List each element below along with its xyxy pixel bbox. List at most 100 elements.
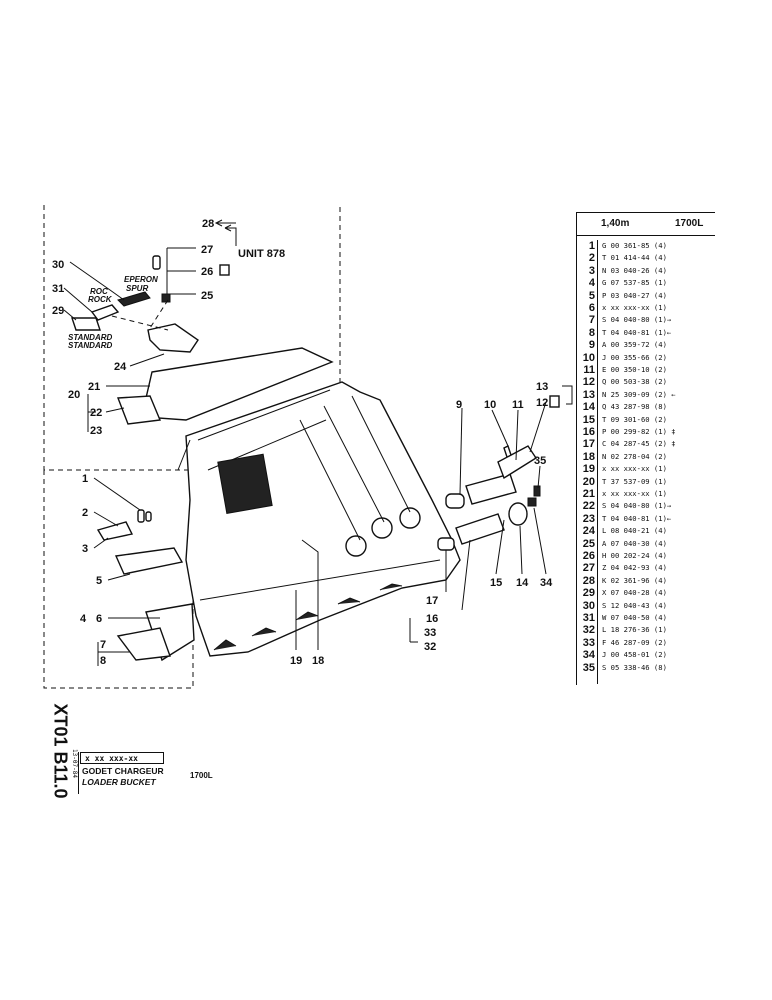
- callout-12: 12: [536, 397, 548, 409]
- unit-label: UNIT 878: [238, 248, 285, 260]
- row-reference: T 04 040-81 (1)←: [602, 513, 672, 523]
- lead-13-12: [529, 385, 573, 453]
- nut-1b: [145, 511, 152, 522]
- table-row: 22 S 04 040-80 (1)→: [576, 500, 714, 512]
- row-index: 33: [582, 636, 595, 649]
- lead-9: [459, 407, 463, 495]
- row-index: 1: [588, 240, 595, 252]
- bracket-7-8: [97, 642, 130, 666]
- callout-25: 25: [201, 290, 213, 302]
- drawing-code: XT01 B11.0: [44, 703, 71, 799]
- row-index: 27: [582, 562, 595, 575]
- lead-15-14-34: [495, 507, 547, 575]
- lead-2: [93, 511, 119, 527]
- row-reference: K 02 361-96 (4): [602, 575, 667, 585]
- lead-35: [537, 465, 541, 489]
- bracket-27-25: [166, 247, 196, 295]
- row-reference: T 04 040-81 (1)←: [602, 327, 672, 337]
- hinge-boss-1: [345, 535, 367, 557]
- row-reference: Q 43 287-98 (8): [602, 402, 667, 412]
- row-reference: G 07 537-85 (1): [602, 278, 667, 288]
- row-reference: x xx xxx-xx (1): [602, 303, 667, 312]
- lead-31: [63, 287, 93, 313]
- row-reference: S 04 040-80 (1)→: [602, 315, 672, 325]
- description-model: 1700L: [190, 771, 213, 780]
- callout-21: 21: [88, 381, 100, 393]
- row-reference: Q 00 503-38 (2): [602, 377, 667, 387]
- row-index: 32: [582, 624, 595, 637]
- part-code-box: x xx xxx-xx: [80, 752, 164, 764]
- row-index: 23: [582, 512, 595, 525]
- table-row: 1 G 00 361-85 (4): [576, 240, 714, 252]
- box-icon-12: [549, 395, 560, 408]
- table-row: 23 T 04 040-81 (1)←: [576, 513, 714, 525]
- segment-5: [114, 547, 184, 575]
- row-reference: x xx xxx-xx (1): [602, 464, 667, 474]
- row-reference: Z 04 042-93 (4): [602, 563, 667, 573]
- row-reference: N 02 278-04 (2): [602, 451, 667, 461]
- callout-11: 11: [512, 399, 524, 411]
- row-index: 31: [582, 612, 595, 624]
- pin-16: [455, 513, 505, 545]
- callout-14: 14: [516, 577, 529, 589]
- row-reference: A 07 040-30 (4): [602, 538, 667, 548]
- lead-30: [69, 261, 125, 301]
- adaptor-24: [147, 323, 199, 353]
- box-icon-26: [219, 264, 230, 276]
- pin-15: [465, 473, 517, 505]
- row-reference: S 05 338-46 (8): [602, 662, 667, 672]
- lead-3: [93, 537, 109, 549]
- row-reference: G 00 361-85 (4): [602, 241, 667, 250]
- callout-10: 10: [484, 399, 496, 411]
- callout-30: 30: [52, 259, 64, 271]
- row-reference: L 18 276-36 (1): [602, 625, 667, 635]
- label-roc: ROC: [90, 287, 108, 296]
- row-index: 26: [582, 550, 595, 562]
- callout-5: 5: [96, 575, 102, 587]
- plate-12: [497, 445, 537, 480]
- row-index: 9: [588, 339, 595, 352]
- callout-26: 26: [201, 266, 213, 278]
- row-index: 6: [588, 302, 595, 314]
- row-reference: L 08 040-21 (4): [602, 526, 667, 536]
- drawing-date: 13-07-84: [70, 749, 78, 778]
- row-index: 4: [588, 277, 595, 290]
- label-spur: SPUR: [126, 284, 148, 293]
- row-reference: S 04 040-80 (1)→: [602, 501, 672, 511]
- row-index: 22: [582, 500, 595, 513]
- header-size: 1,40m: [601, 218, 630, 229]
- assembly-dash-line: [111, 299, 169, 331]
- spur-30: [117, 291, 151, 307]
- pin-27: [152, 255, 161, 270]
- callout-8: 8: [100, 655, 106, 667]
- row-reference: T 09 301-60 (2): [602, 414, 667, 424]
- callout-32: 32: [424, 641, 436, 653]
- header-model: 1700L: [675, 218, 704, 229]
- row-index: 12: [582, 376, 595, 389]
- corner-7: [116, 627, 171, 661]
- label-standard-en: STANDARD: [68, 341, 113, 350]
- table-row: 24 L 08 040-21 (4): [576, 525, 714, 537]
- teeth-group-box: [43, 205, 341, 471]
- row-index: 5: [588, 289, 595, 302]
- hinge-boss-2: [371, 517, 393, 539]
- bolt-35: [533, 485, 541, 497]
- callout-16: 16: [426, 613, 438, 625]
- row-index: 24: [582, 525, 595, 538]
- row-reference: J 00 458-01 (2): [602, 650, 667, 660]
- grille: [217, 453, 273, 515]
- row-index: 20: [582, 475, 595, 488]
- label-rock: ROCK: [88, 295, 113, 304]
- label-eperon: EPERON: [124, 275, 158, 284]
- table-row: 6 x xx xxx-xx (1): [576, 302, 714, 314]
